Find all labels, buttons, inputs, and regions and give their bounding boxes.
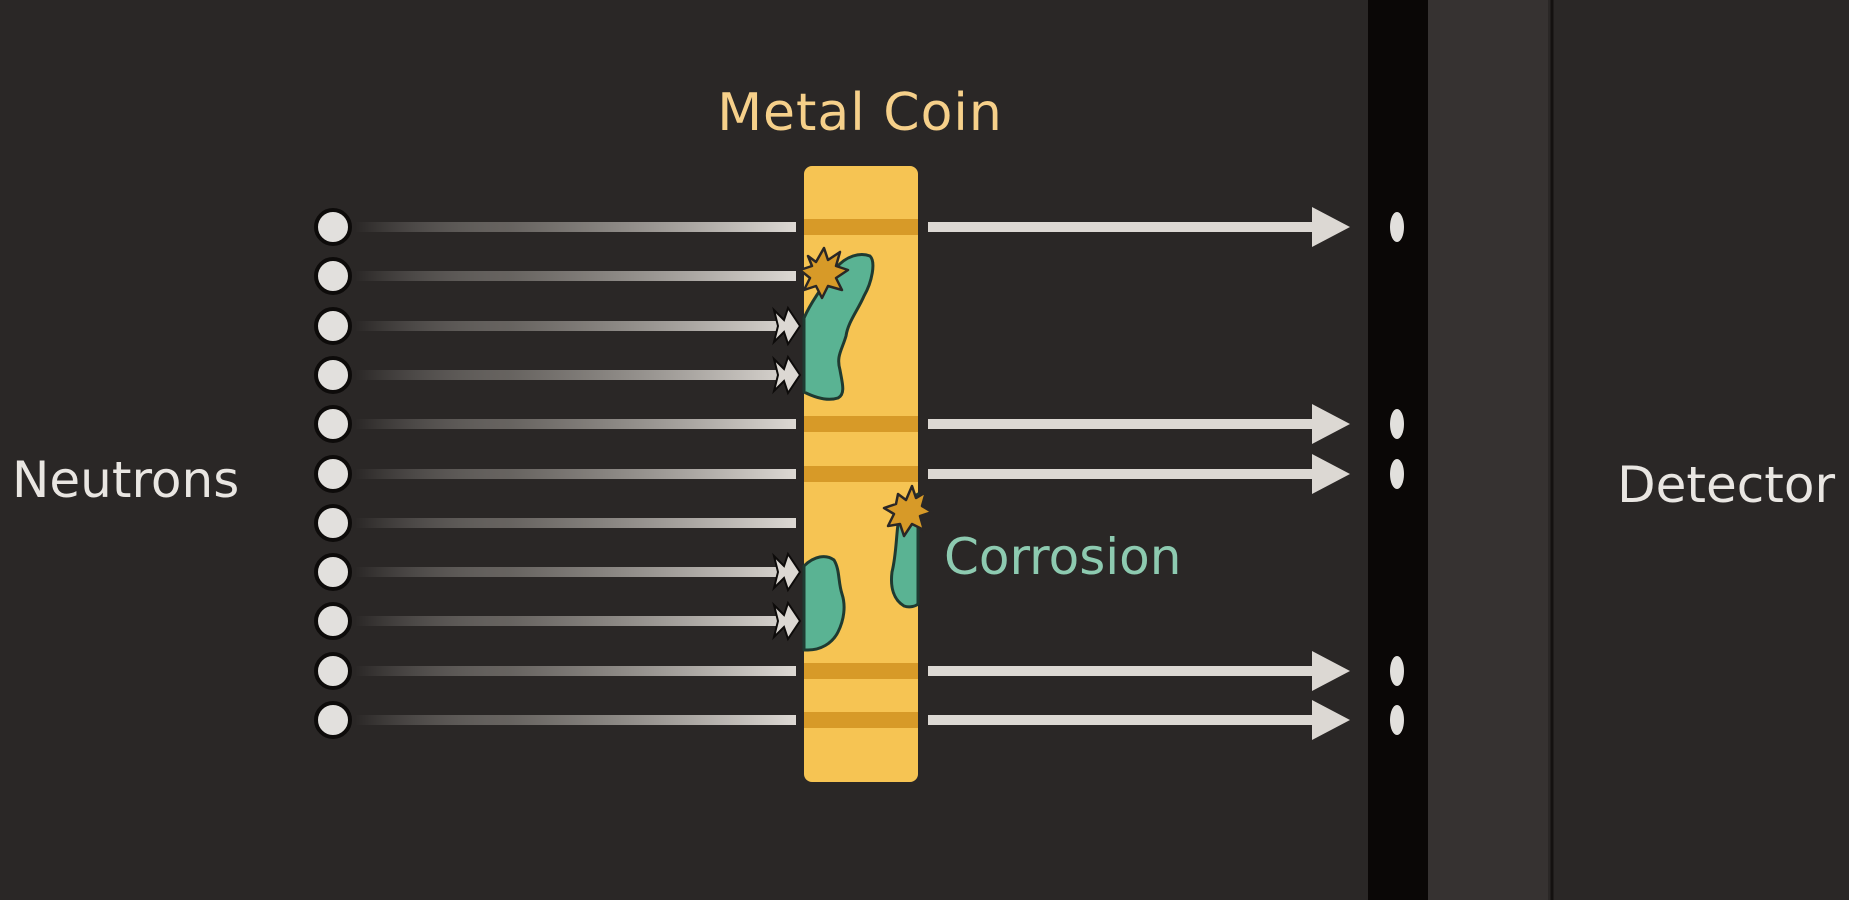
transmitted-beam xyxy=(928,715,1314,725)
arrow-head xyxy=(1312,404,1350,444)
incoming-beam xyxy=(352,469,796,479)
neutron-dot xyxy=(314,307,352,345)
incoming-beam xyxy=(352,419,796,429)
blocked-arrow-tip xyxy=(772,551,802,593)
neutron-dot xyxy=(314,553,352,591)
detector-hit xyxy=(1390,705,1404,735)
incoming-beam xyxy=(352,222,796,232)
incoming-beam xyxy=(352,567,796,577)
detector-label: Detector xyxy=(1617,456,1835,514)
arrow-head xyxy=(1312,454,1350,494)
blocked-arrow-tip xyxy=(772,354,802,396)
incoming-beam xyxy=(352,666,796,676)
neutron-dot xyxy=(314,602,352,640)
transmitted-beam xyxy=(928,666,1314,676)
transmitted-beam xyxy=(928,469,1314,479)
detector-hit xyxy=(1390,459,1404,489)
detector-wall xyxy=(1368,0,1428,900)
transmitted-beam xyxy=(928,419,1314,429)
incoming-beam xyxy=(352,321,796,331)
incoming-beam xyxy=(352,271,796,281)
corrosion-spark xyxy=(882,484,934,538)
detector-hit xyxy=(1390,656,1404,686)
neutron-dot xyxy=(314,455,352,493)
incoming-beam xyxy=(352,370,796,380)
corrosion-label: Corrosion xyxy=(944,528,1181,586)
corrosion-spark xyxy=(798,246,850,300)
arrow-head xyxy=(1312,651,1350,691)
metal-coin-label: Metal Coin xyxy=(717,83,1003,143)
transmitted-beam xyxy=(928,222,1314,232)
incoming-beam xyxy=(352,616,796,626)
detector-hit xyxy=(1390,409,1404,439)
coin-band xyxy=(804,219,918,235)
coin-bands xyxy=(804,219,918,728)
beam-layer xyxy=(314,207,1404,740)
neutron-dot xyxy=(314,356,352,394)
coin-band xyxy=(804,712,918,728)
coin-band xyxy=(804,416,918,432)
arrow-head xyxy=(1312,700,1350,740)
coin-band xyxy=(804,663,918,679)
coin-band xyxy=(804,466,918,482)
neutron-dot xyxy=(314,257,352,295)
arrow-head xyxy=(1312,207,1350,247)
neutrons-label: Neutrons xyxy=(12,451,239,509)
neutron-dot xyxy=(314,652,352,690)
neutron-dot xyxy=(314,405,352,443)
detector-panel xyxy=(1428,0,1548,900)
neutron-dot xyxy=(314,208,352,246)
corrosion-patch xyxy=(802,555,846,652)
incoming-beam xyxy=(352,518,796,528)
neutron-dot xyxy=(314,701,352,739)
blocked-arrow-tip xyxy=(772,305,802,347)
incoming-beam xyxy=(352,715,796,725)
blocked-arrow-tip xyxy=(772,600,802,642)
corrosion-group xyxy=(798,246,934,652)
detector-hit xyxy=(1390,212,1404,242)
neutron-dot xyxy=(314,504,352,542)
